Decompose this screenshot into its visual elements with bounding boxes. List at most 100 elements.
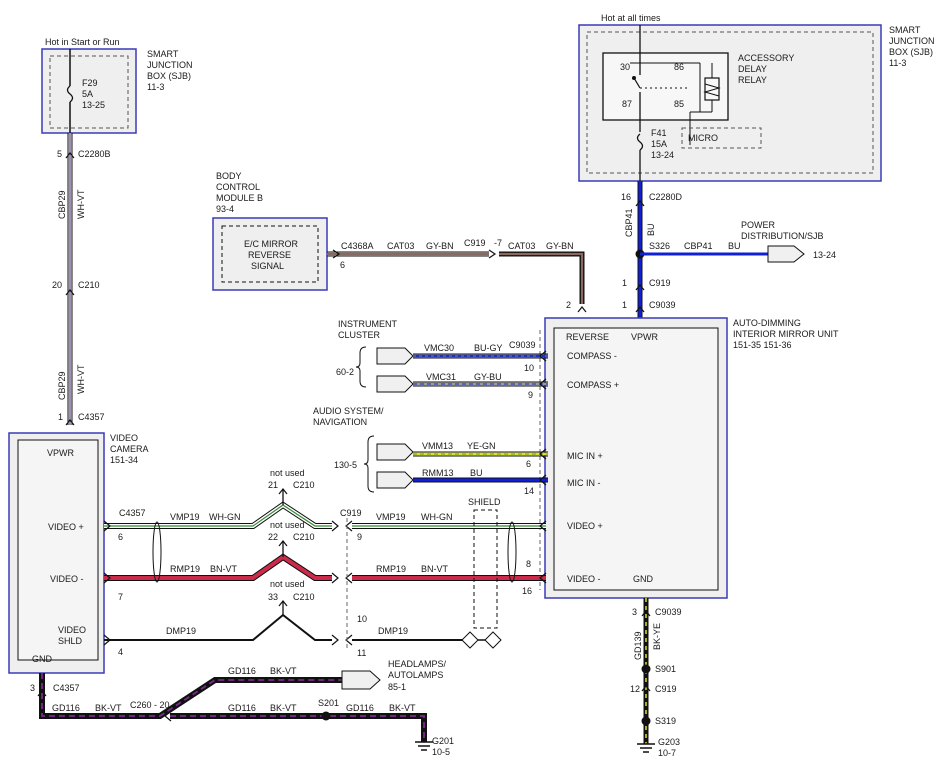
twisted-pair-right-icon <box>507 521 517 583</box>
gd116-label-3: GD116 <box>228 703 256 713</box>
cam-gnd-pin: 3 <box>30 683 35 693</box>
bu-label-horizontal: BU <box>728 241 741 251</box>
connector-c2280d-icon <box>635 200 645 207</box>
cbp41-label-horizontal: CBP41 <box>684 241 713 251</box>
pin-11: 11 <box>357 648 366 658</box>
mirror-title-2: INTERIOR MIRROR UNIT <box>733 329 839 339</box>
sjb-right: Hot at all times 30 86 87 85 ACCESSORY D… <box>578 13 882 182</box>
bcm-title-3: MODULE B <box>216 193 263 203</box>
bcm-box-line-2: REVERSE <box>248 250 291 260</box>
connector-c919-icon <box>635 284 645 291</box>
gybn-label-2: GY-BN <box>546 241 574 251</box>
vmp19-label-2: VMP19 <box>376 512 406 522</box>
gd116-label-2: GD116 <box>228 666 256 676</box>
vmc30-label: VMC30 <box>424 343 454 353</box>
pin-gnd-3: 3 <box>632 607 637 617</box>
not-used-33: not used <box>270 579 305 589</box>
cbp41-label-vertical: CBP41 <box>624 208 634 237</box>
micro-label: MICRO <box>688 133 718 143</box>
c210-21-label: C210 <box>293 480 315 490</box>
dmp19-label-2: DMP19 <box>378 626 408 636</box>
fuse-f29-icon <box>66 85 74 103</box>
c4357-label: C4357 <box>78 412 105 422</box>
cat03-label-2: CAT03 <box>508 241 535 251</box>
bkvt-label-3: BK-VT <box>270 703 297 713</box>
mirror-pin-compass-minus: COMPASS - <box>567 351 617 361</box>
c4357-vid-label: C4357 <box>119 508 146 518</box>
audio-connector-1-icon <box>376 443 414 461</box>
connector-c4357-icon <box>65 419 75 426</box>
c210-branch-22-icon <box>278 540 288 547</box>
bcm-box-line-3: SIGNAL <box>251 261 284 271</box>
gd116-label-4: GD116 <box>346 703 374 713</box>
connector-c919-b-icon <box>488 249 497 259</box>
connector-c9039-b-icon <box>539 350 547 362</box>
connector-mic-minus-icon <box>539 474 547 486</box>
power-dist-title-1: POWER <box>741 220 776 230</box>
c210-22-label: C210 <box>293 532 315 542</box>
mirror-pin-video-minus: VIDEO - <box>567 574 601 584</box>
sjb-left-title-1: SMART <box>147 49 179 59</box>
c2280d-label: C2280D <box>649 192 683 202</box>
power-dist-ref: 13-24 <box>813 250 836 260</box>
c919-pin: 1 <box>622 278 627 288</box>
gybn-label-1: GY-BN <box>426 241 454 251</box>
reverse-pin: 2 <box>566 300 571 310</box>
camera-pin-video-shld-2: SHLD <box>58 636 83 646</box>
cat03-label-1: CAT03 <box>387 241 414 251</box>
pin-cam-7: 7 <box>118 592 123 602</box>
sjb-left: Hot in Start or Run SMART JUNCTION BOX (… <box>41 37 193 134</box>
audio-title-2: NAVIGATION <box>313 417 367 427</box>
fuse-f41-rating: 15A <box>651 139 667 149</box>
pin-6: 6 <box>526 459 531 469</box>
pin-33: 33 <box>268 592 278 602</box>
camera-title-1: VIDEO <box>110 433 138 443</box>
fuse-f41-name: F41 <box>651 128 667 138</box>
mirror-title-3: 151-35 151-36 <box>733 340 792 350</box>
c4368a-label: C4368A <box>341 241 374 251</box>
relay-pin-30: 30 <box>620 62 630 72</box>
bcm-title-1: BODY <box>216 171 242 181</box>
g201-ref: 10-5 <box>432 747 450 757</box>
whvt-label-bottom: WH-VT <box>76 364 86 394</box>
relay-pin-85: 85 <box>674 99 684 109</box>
pin-21: 21 <box>268 480 278 490</box>
pin-cam-4: 4 <box>118 647 123 657</box>
audio-ref: 130-5 <box>334 460 357 470</box>
c919-label: C919 <box>649 278 671 288</box>
bcm-title-2: CONTROL <box>216 182 260 192</box>
bcm-module: E/C MIRROR REVERSE SIGNAL <box>212 217 328 291</box>
c210-not-used-branches <box>278 488 288 615</box>
cluster-connector-2-icon <box>376 375 414 393</box>
gybu-label: GY-BU <box>474 372 502 382</box>
bkvt-label-4: BK-VT <box>389 703 416 713</box>
c919-vid-label: C919 <box>340 508 362 518</box>
video-camera-module: VPWR VIDEO + VIDEO - VIDEO SHLD GND <box>8 432 105 674</box>
c2280b-label: C2280B <box>78 149 111 159</box>
twisted-pair-left-icon <box>152 521 162 583</box>
bu-label-rmm13: BU <box>470 468 483 478</box>
splice-s201-icon <box>321 711 331 721</box>
not-used-22: not used <box>270 520 305 530</box>
vmc31-label: VMC31 <box>426 372 456 382</box>
connector-mirror-video-minus-icon <box>539 572 547 584</box>
connector-c260-icon <box>164 710 172 722</box>
splice-s319-icon <box>641 716 651 726</box>
c260-label: C260 - 20 <box>130 700 170 710</box>
mirror-pin-mic-plus: MIC IN + <box>567 451 603 461</box>
headlamps-ref: 85-1 <box>388 682 406 692</box>
c4357-pin: 1 <box>58 412 63 422</box>
relay-pin-86: 86 <box>674 62 684 72</box>
camera-pin-vpwr: VPWR <box>47 448 75 458</box>
bkye-label: BK-YE <box>652 623 662 650</box>
connector-camera-video-minus-icon <box>103 572 111 584</box>
wire-gd139 <box>637 598 655 753</box>
pin-9: 9 <box>528 390 533 400</box>
connector-c4368a-icon <box>332 249 341 259</box>
gd116-label-1: GD116 <box>52 703 80 713</box>
c919-gnd-label: C919 <box>655 684 677 694</box>
relay-title-1: ACCESSORY <box>738 53 794 63</box>
c9039-b-label: C9039 <box>509 340 536 350</box>
mirror-title-1: AUTO-DIMMING <box>733 318 801 328</box>
s319-label: S319 <box>655 716 676 726</box>
